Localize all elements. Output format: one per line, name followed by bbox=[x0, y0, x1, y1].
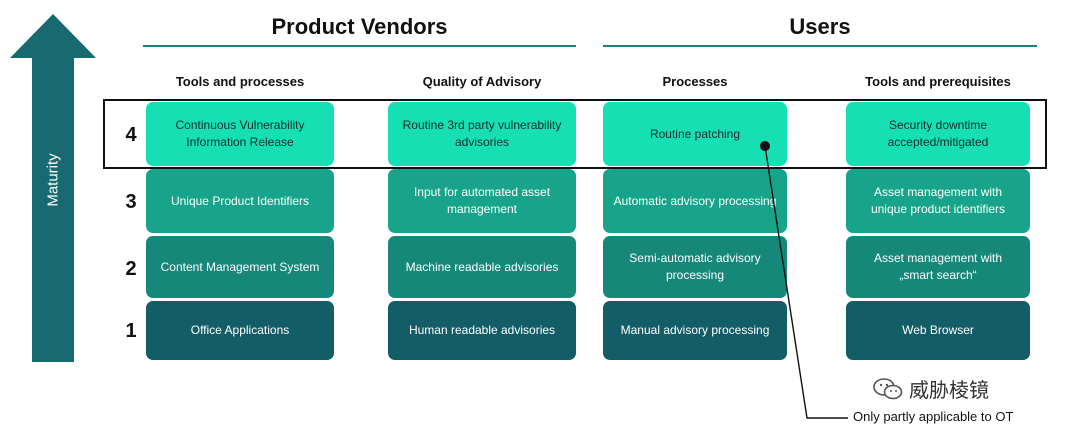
cell-security-downtime: Security downtime accepted/mitigated bbox=[846, 102, 1030, 166]
cell-input-automated-asset-management: Input for automated asset management bbox=[388, 169, 576, 233]
level-3-label: 3 bbox=[125, 191, 137, 213]
cell-manual-advisory-processing: Manual advisory processing bbox=[603, 301, 787, 360]
column-header-tools-prerequisites: Tools and prerequisites bbox=[865, 74, 1011, 89]
wechat-icon bbox=[873, 377, 903, 399]
cell-semi-automatic-processing: Semi-automatic advisory processing bbox=[603, 236, 787, 298]
cell-unique-product-identifiers: Unique Product Identifiers bbox=[146, 169, 334, 233]
column-header-processes: Processes bbox=[662, 74, 728, 89]
level-2-label: 2 bbox=[125, 258, 137, 280]
maturity-arrow-head bbox=[10, 14, 96, 58]
column-header-quality-advisory: Quality of Advisory bbox=[422, 74, 542, 89]
cell-machine-readable-advisories: Machine readable advisories bbox=[388, 236, 576, 298]
annotation-leader bbox=[764, 145, 848, 419]
cell-asset-management-unique-ids: Asset management with unique product ide… bbox=[846, 169, 1030, 233]
cell-automatic-advisory-processing: Automatic advisory processing bbox=[603, 169, 787, 233]
watermark: 威胁棱镜 bbox=[873, 374, 989, 403]
annotation-text: Only partly applicable to OT bbox=[853, 409, 1014, 424]
maturity-arrow-shaft bbox=[32, 56, 74, 362]
cell-routine-patching: Routine patching bbox=[603, 102, 787, 166]
level-1-label: 1 bbox=[125, 320, 137, 342]
group-title-users: Users bbox=[789, 14, 851, 39]
cell-content-management-system: Content Management System bbox=[146, 236, 334, 298]
group-underline-product-vendors bbox=[143, 45, 576, 47]
level-4-label: 4 bbox=[125, 124, 137, 146]
cell-continuous-vulnerability-release: Continuous Vulnerability Information Rel… bbox=[146, 102, 334, 166]
level-4-highlight-box bbox=[103, 99, 1047, 169]
group-title-product-vendors: Product Vendors bbox=[271, 14, 448, 39]
cell-routine-3rd-party-advisories: Routine 3rd party vulnerability advisori… bbox=[388, 102, 576, 166]
cell-web-browser: Web Browser bbox=[846, 301, 1030, 360]
cell-asset-management-smart-search: Asset management with „smart search“ bbox=[846, 236, 1030, 298]
cell-office-applications: Office Applications bbox=[146, 301, 334, 360]
cell-human-readable-advisories: Human readable advisories bbox=[388, 301, 576, 360]
watermark-text: 威胁棱镜 bbox=[909, 380, 989, 402]
group-underline-users bbox=[603, 45, 1037, 47]
column-header-tools-processes: Tools and processes bbox=[175, 74, 305, 89]
